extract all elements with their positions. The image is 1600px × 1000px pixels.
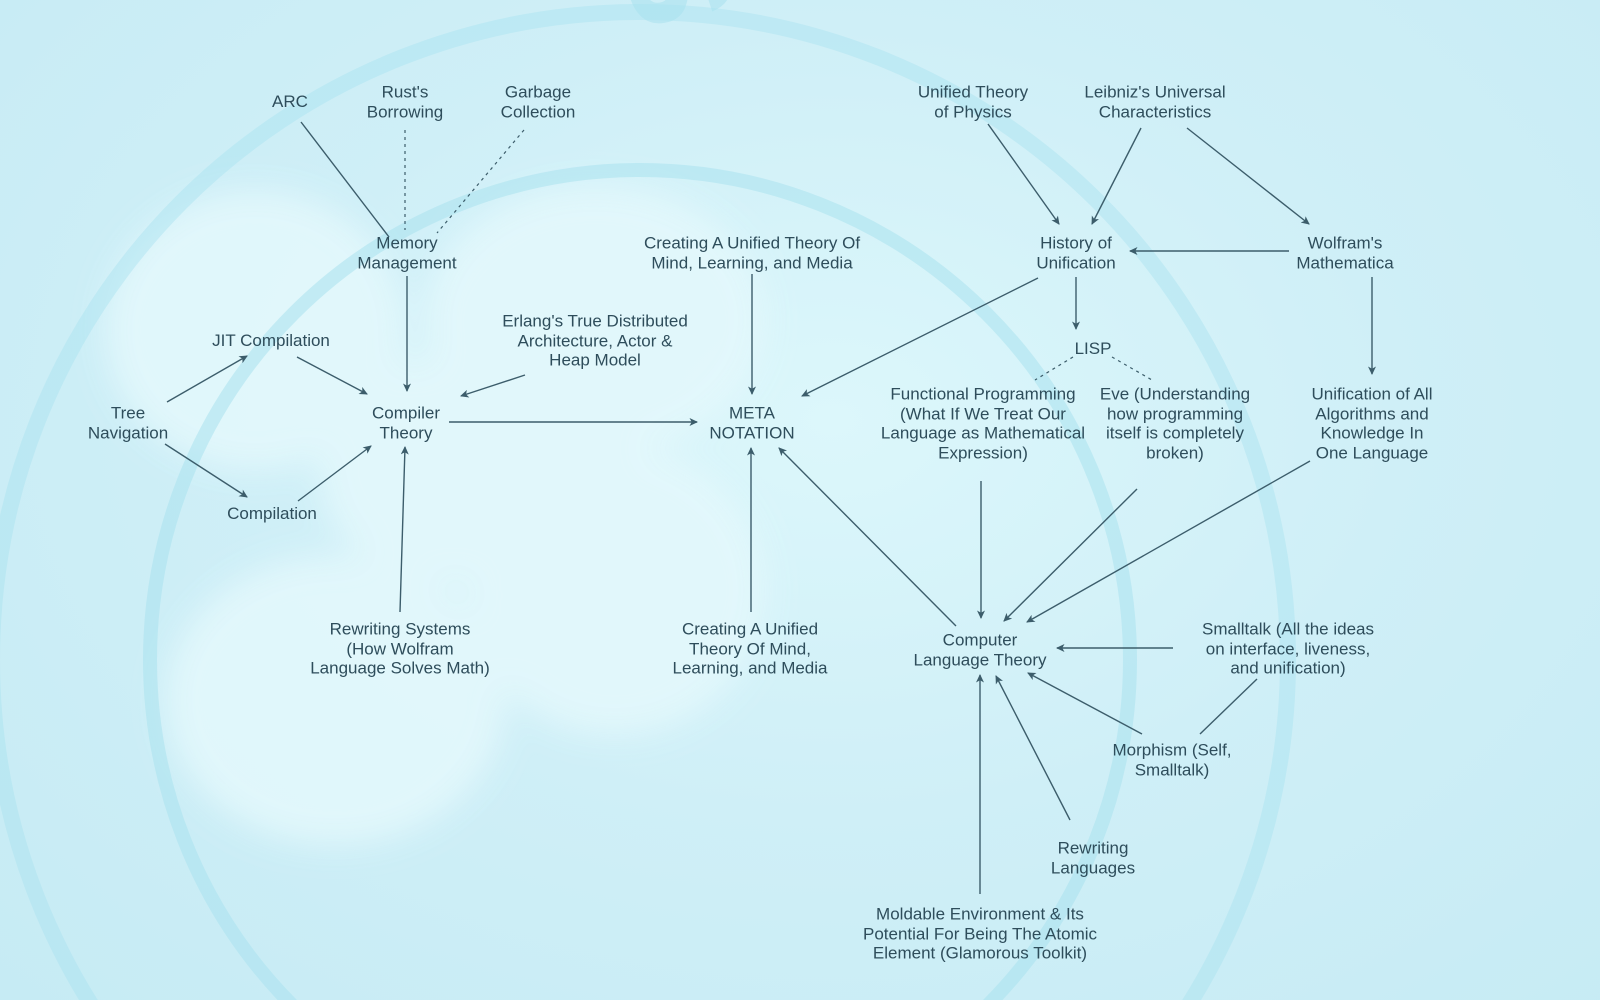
edge-jit-compilation-to-compiler-theory [296,356,368,395]
edge-erlang-architecture-to-compiler-theory [460,374,526,398]
node-meta-notation: META NOTATION [709,403,795,442]
node-computer-language-theory: Computer Language Theory [913,630,1047,669]
edge-morphism-to-computer-language-theory [1027,672,1143,735]
edge-compilation-to-compiler-theory [297,445,372,502]
edge-tree-navigation-to-jit-compilation [166,355,248,403]
node-compilation: Compilation [227,504,317,524]
node-morphism: Morphism (Self, Smalltalk) [1112,740,1232,779]
edge-smalltalk-to-morphism [1199,678,1258,735]
node-leibniz-universal: Leibniz's Universal Characteristics [1084,82,1226,121]
node-eve: Eve (Understanding how programming itsel… [1099,384,1251,463]
node-functional-programming: Functional Programming (What If We Treat… [880,384,1086,463]
node-creating-unified-top: Creating A Unified Theory Of Mind, Learn… [643,233,861,272]
node-jit-compilation: JIT Compilation [212,331,330,351]
edge-eve-to-computer-language-theory [1003,488,1138,622]
seal-rings-watermark [0,4,1296,1000]
node-lisp: LISP [1074,339,1112,359]
edge-computer-language-theory-to-meta-notation [778,447,957,627]
clover-blob-watermark [105,185,765,845]
node-arc: ARC [272,92,308,112]
edge-lisp-to-eve [1111,356,1153,381]
edge-rewriting-languages-to-computer-language-theory [995,675,1071,821]
node-history-unification: History of Unification [1036,233,1116,272]
node-rewriting-languages: Rewriting Languages [1050,838,1136,877]
node-memory-management: Memory Management [357,233,457,272]
node-garbage-collection: Garbage Collection [500,82,576,121]
node-moldable-environment: Moldable Environment & Its Potential For… [862,904,1098,963]
edge-lisp-to-functional-programming [1034,356,1074,381]
node-compiler-theory: Compiler Theory [371,403,441,442]
node-tree-navigation: Tree Navigation [87,403,169,442]
node-erlang-architecture: Erlang's True Distributed Architecture, … [502,311,688,370]
node-unified-theory-physics: Unified Theory of Physics [917,82,1029,121]
node-creating-unified-bottom: Creating A Unified Theory Of Mind, Learn… [672,619,828,678]
edge-tree-navigation-to-compilation [164,443,248,498]
node-rusts-borrowing: Rust's Borrowing [366,82,444,121]
edge-rewriting-systems-to-compiler-theory [399,446,409,613]
node-smalltalk: Smalltalk (All the ideas on interface, l… [1202,619,1374,678]
edge-leibniz-universal-to-wolframs-mathematica [1186,127,1310,225]
node-rewriting-systems: Rewriting Systems (How Wolfram Language … [310,619,490,678]
edge-unified-theory-physics-to-history-unification [987,123,1060,225]
edge-leibniz-universal-to-history-unification [1091,127,1142,225]
edge-unification-all-algorithms-to-computer-language-theory [1026,460,1311,623]
edge-history-unification-to-meta-notation [801,277,1039,397]
node-unification-all-algorithms: Unification of All Algorithms and Knowle… [1311,384,1433,463]
edge-arc-to-memory-management [300,121,390,238]
edge-garbage-collection-to-memory-management [436,129,525,234]
node-wolframs-mathematica: Wolfram's Mathematica [1296,233,1394,272]
